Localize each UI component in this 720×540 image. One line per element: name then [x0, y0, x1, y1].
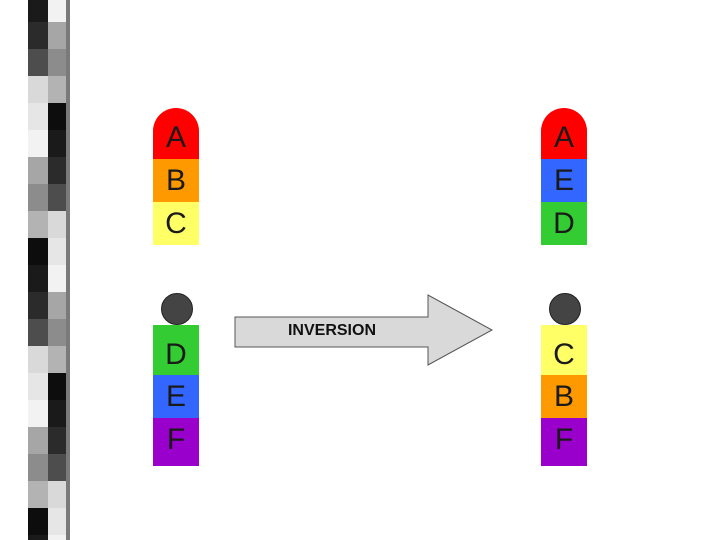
decorative-banded-strip [0, 0, 80, 540]
gene-band-a: A [153, 108, 199, 159]
strip-band [48, 346, 68, 373]
gene-band-b: B [541, 375, 587, 418]
strip-band [48, 22, 68, 49]
strip-band [28, 454, 48, 481]
centromere [161, 293, 193, 325]
strip-band [28, 535, 48, 540]
strip-band [28, 184, 48, 211]
strip-band [28, 292, 48, 319]
strip-band [48, 454, 68, 481]
strip-band [48, 103, 68, 130]
inversion-arrow [234, 294, 494, 366]
strip-band [48, 427, 68, 454]
strip-band [48, 49, 68, 76]
strip-band [48, 130, 68, 157]
gene-band-e: E [541, 159, 587, 202]
strip-band [48, 157, 68, 184]
inversion-label: INVERSION [287, 322, 376, 339]
strip-edge [66, 0, 70, 540]
original-chromosome-top-arm: A B C [153, 108, 199, 288]
gene-band-c: C [153, 202, 199, 245]
gene-band-d: D [541, 202, 587, 245]
gene-band-d: D [153, 325, 199, 375]
strip-band [28, 373, 48, 400]
strip-band [28, 346, 48, 373]
strip-band [28, 238, 48, 265]
strip-band [48, 0, 68, 22]
strip-band [48, 319, 68, 346]
strip-band [28, 265, 48, 292]
strip-band [28, 49, 48, 76]
gene-band-b: B [153, 159, 199, 202]
strip-band [28, 427, 48, 454]
gene-band-c: C [541, 325, 587, 375]
strip-band [48, 373, 68, 400]
strip-band [48, 184, 68, 211]
gene-band-f: F [541, 418, 587, 466]
strip-band [28, 319, 48, 346]
strip-band [28, 22, 48, 49]
strip-band [28, 0, 48, 22]
inverted-chromosome-bottom-arm: C B F [541, 325, 587, 508]
strip-band [28, 211, 48, 238]
gene-band-a: A [541, 108, 587, 159]
strip-band [28, 76, 48, 103]
strip-band [28, 400, 48, 427]
strip-band [48, 238, 68, 265]
strip-band [48, 76, 68, 103]
strip-band [48, 292, 68, 319]
gene-band-f: F [153, 418, 199, 466]
strip-band [28, 103, 48, 130]
strip-band [48, 211, 68, 238]
strip-band [28, 130, 48, 157]
strip-band [48, 265, 68, 292]
gene-band-e: E [153, 375, 199, 418]
strip-band [28, 508, 48, 535]
strip-band [48, 508, 68, 535]
strip-band [28, 157, 48, 184]
strip-band [48, 535, 68, 540]
strip-band [48, 481, 68, 508]
centromere [549, 293, 581, 325]
strip-band [28, 481, 48, 508]
inverted-chromosome-top-arm: A E D [541, 108, 587, 288]
original-chromosome-bottom-arm: D E F [153, 325, 199, 508]
strip-band [48, 400, 68, 427]
